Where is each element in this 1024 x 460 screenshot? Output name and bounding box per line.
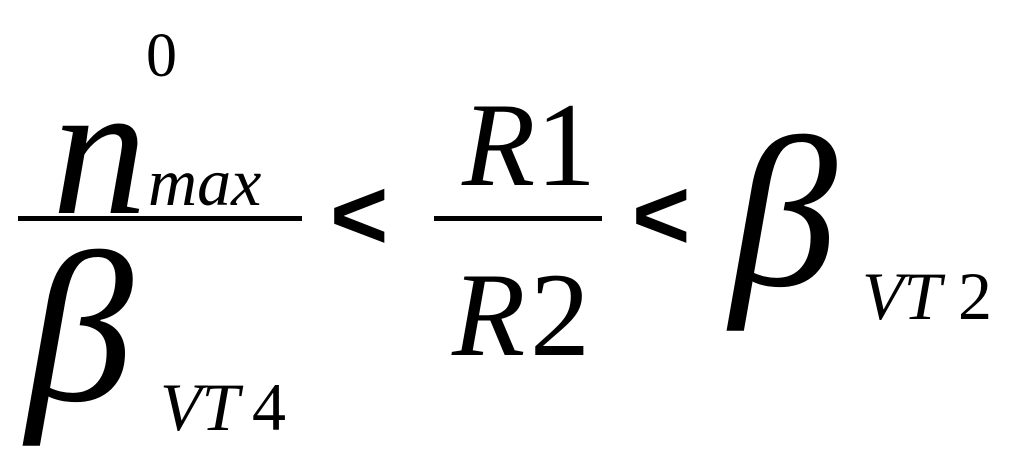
r1-letter: R <box>462 78 536 211</box>
n-superscript: 0 <box>146 22 177 90</box>
beta-right-subscript-letters: VT <box>862 258 942 334</box>
beta-denominator-subscript-digit: 4 <box>252 369 286 445</box>
beta-denominator: β <box>26 208 134 447</box>
r2-digit: 2 <box>530 248 590 381</box>
n-subscript: max <box>148 144 262 220</box>
beta-right-subscript-digit: 2 <box>958 258 992 334</box>
r2-letter: R <box>452 248 526 381</box>
less-than-sign-1: < <box>330 159 389 271</box>
n-variable: n <box>52 45 147 255</box>
r1-digit: 1 <box>536 78 596 211</box>
less-than-sign-2: < <box>632 159 691 271</box>
beta-right: β <box>730 93 838 332</box>
middle-fraction-bar <box>434 216 602 221</box>
beta-denominator-subscript-letters: VT <box>160 369 240 445</box>
left-fraction-bar <box>18 216 302 221</box>
